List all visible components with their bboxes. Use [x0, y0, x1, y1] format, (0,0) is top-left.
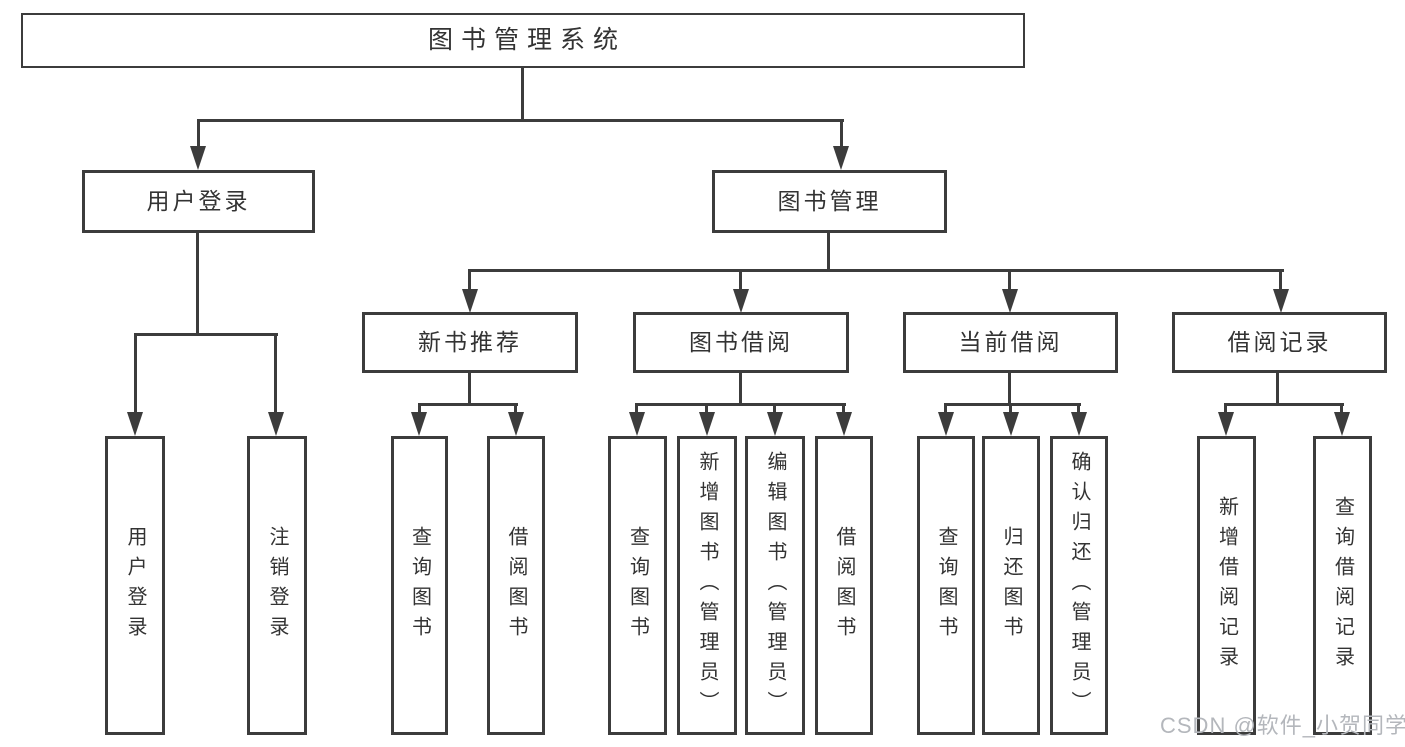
- leaf-query-books-borrowing-label: 查询图书: [626, 525, 649, 646]
- leaf-query-borrow-record: 查询借阅记录: [1313, 436, 1372, 735]
- connector-line: [418, 403, 421, 416]
- connector-line: [418, 403, 518, 406]
- csdn-watermark: CSDN @软件_小贺同学: [1160, 713, 1405, 738]
- node-borrowing-records-label: 借阅记录: [1227, 329, 1332, 355]
- connector-line: [274, 333, 277, 414]
- connector-line: [468, 269, 1284, 272]
- connector-arrowhead: [733, 289, 749, 313]
- leaf-add-borrow-record-label: 新增借阅记录: [1215, 495, 1238, 676]
- leaf-user-login-label: 用户登录: [124, 525, 146, 646]
- connector-arrowhead: [127, 412, 143, 436]
- leaf-query-borrow-record-label: 查询借阅记录: [1331, 495, 1354, 676]
- connector-line: [1224, 403, 1227, 416]
- connector-line: [842, 403, 845, 416]
- connector-line: [1008, 373, 1011, 405]
- node-book-management-label: 图书管理: [777, 188, 882, 214]
- leaf-add-borrow-record: 新增借阅记录: [1197, 436, 1256, 735]
- leaf-query-books-recommend-label: 查询图书: [408, 525, 431, 646]
- connector-line: [635, 403, 638, 416]
- connector-arrowhead: [411, 412, 427, 436]
- connector-line: [1224, 403, 1344, 406]
- connector-line: [827, 233, 830, 271]
- leaf-edit-books-admin: 编辑图书（管理员）: [745, 436, 805, 735]
- connector-line: [197, 119, 200, 150]
- leaf-logout-label: 注销登录: [266, 525, 288, 646]
- connector-arrowhead: [508, 412, 524, 436]
- node-new-book-recommendation-label: 新书推荐: [418, 329, 522, 355]
- connector-line: [1276, 373, 1279, 405]
- leaf-add-books-admin-label: 新增图书（管理员）: [696, 450, 718, 721]
- connector-line: [514, 403, 517, 416]
- connector-arrowhead: [699, 412, 715, 436]
- connector-arrowhead: [1003, 412, 1019, 436]
- connector-line: [1340, 403, 1343, 416]
- connector-line: [705, 403, 708, 416]
- connector-line: [1077, 403, 1080, 416]
- connector-line: [1009, 403, 1012, 416]
- node-book-borrowing-label: 图书借阅: [689, 329, 793, 355]
- connector-arrowhead: [833, 146, 849, 170]
- node-library-management-system: 图书管理系统: [21, 13, 1025, 68]
- leaf-query-books-current: 查询图书: [917, 436, 975, 735]
- connector-arrowhead: [629, 412, 645, 436]
- leaf-query-books-recommend: 查询图书: [391, 436, 448, 735]
- connector-arrowhead: [462, 289, 478, 313]
- node-book-management: 图书管理: [712, 170, 947, 233]
- connector-line: [197, 119, 844, 122]
- connector-line: [521, 68, 524, 121]
- connector-arrowhead: [1002, 289, 1018, 313]
- leaf-user-login: 用户登录: [105, 436, 165, 735]
- connector-arrowhead: [767, 412, 783, 436]
- connector-line: [1008, 269, 1011, 292]
- leaf-add-books-admin: 新增图书（管理员）: [677, 436, 737, 735]
- connector-arrowhead: [1273, 289, 1289, 313]
- connector-line: [773, 403, 776, 416]
- leaf-return-books-label: 归还图书: [1000, 525, 1022, 646]
- connector-line: [840, 119, 843, 150]
- connector-arrowhead: [836, 412, 852, 436]
- leaf-borrow-books-recommend-label: 借阅图书: [505, 525, 527, 646]
- connector-arrowhead: [268, 412, 284, 436]
- node-current-borrowing-label: 当前借阅: [958, 329, 1063, 355]
- connector-arrowhead: [1334, 412, 1350, 436]
- connector-line: [944, 403, 1081, 406]
- node-book-borrowing: 图书借阅: [633, 312, 849, 373]
- leaf-borrow-books-borrowing: 借阅图书: [815, 436, 873, 735]
- connector-line: [468, 373, 471, 405]
- connector-line: [468, 269, 471, 292]
- connector-line: [134, 333, 137, 414]
- leaf-query-books-current-label: 查询图书: [935, 525, 957, 646]
- leaf-logout: 注销登录: [247, 436, 307, 735]
- leaf-confirm-return-admin: 确认归还（管理员）: [1050, 436, 1108, 735]
- connector-arrowhead: [938, 412, 954, 436]
- connector-line: [1279, 269, 1282, 292]
- node-user-login-label: 用户登录: [146, 188, 251, 214]
- node-borrowing-records: 借阅记录: [1172, 312, 1387, 373]
- leaf-query-books-borrowing: 查询图书: [608, 436, 667, 735]
- connector-arrowhead: [1071, 412, 1087, 436]
- leaf-confirm-return-admin-label: 确认归还（管理员）: [1068, 450, 1090, 721]
- node-user-login: 用户登录: [82, 170, 315, 233]
- connector-arrowhead: [1218, 412, 1234, 436]
- connector-line: [739, 269, 742, 292]
- leaf-return-books: 归还图书: [982, 436, 1040, 735]
- connector-arrowhead: [190, 146, 206, 170]
- connector-line: [739, 373, 742, 405]
- leaf-borrow-books-borrowing-label: 借阅图书: [833, 525, 855, 646]
- node-current-borrowing: 当前借阅: [903, 312, 1118, 373]
- connector-line: [196, 233, 199, 334]
- connector-line: [134, 333, 278, 336]
- leaf-borrow-books-recommend: 借阅图书: [487, 436, 545, 735]
- node-new-book-recommendation: 新书推荐: [362, 312, 578, 373]
- node-library-management-system-label: 图书管理系统: [427, 26, 626, 54]
- leaf-edit-books-admin-label: 编辑图书（管理员）: [764, 450, 786, 721]
- connector-line: [944, 403, 947, 416]
- connector-line: [635, 403, 846, 406]
